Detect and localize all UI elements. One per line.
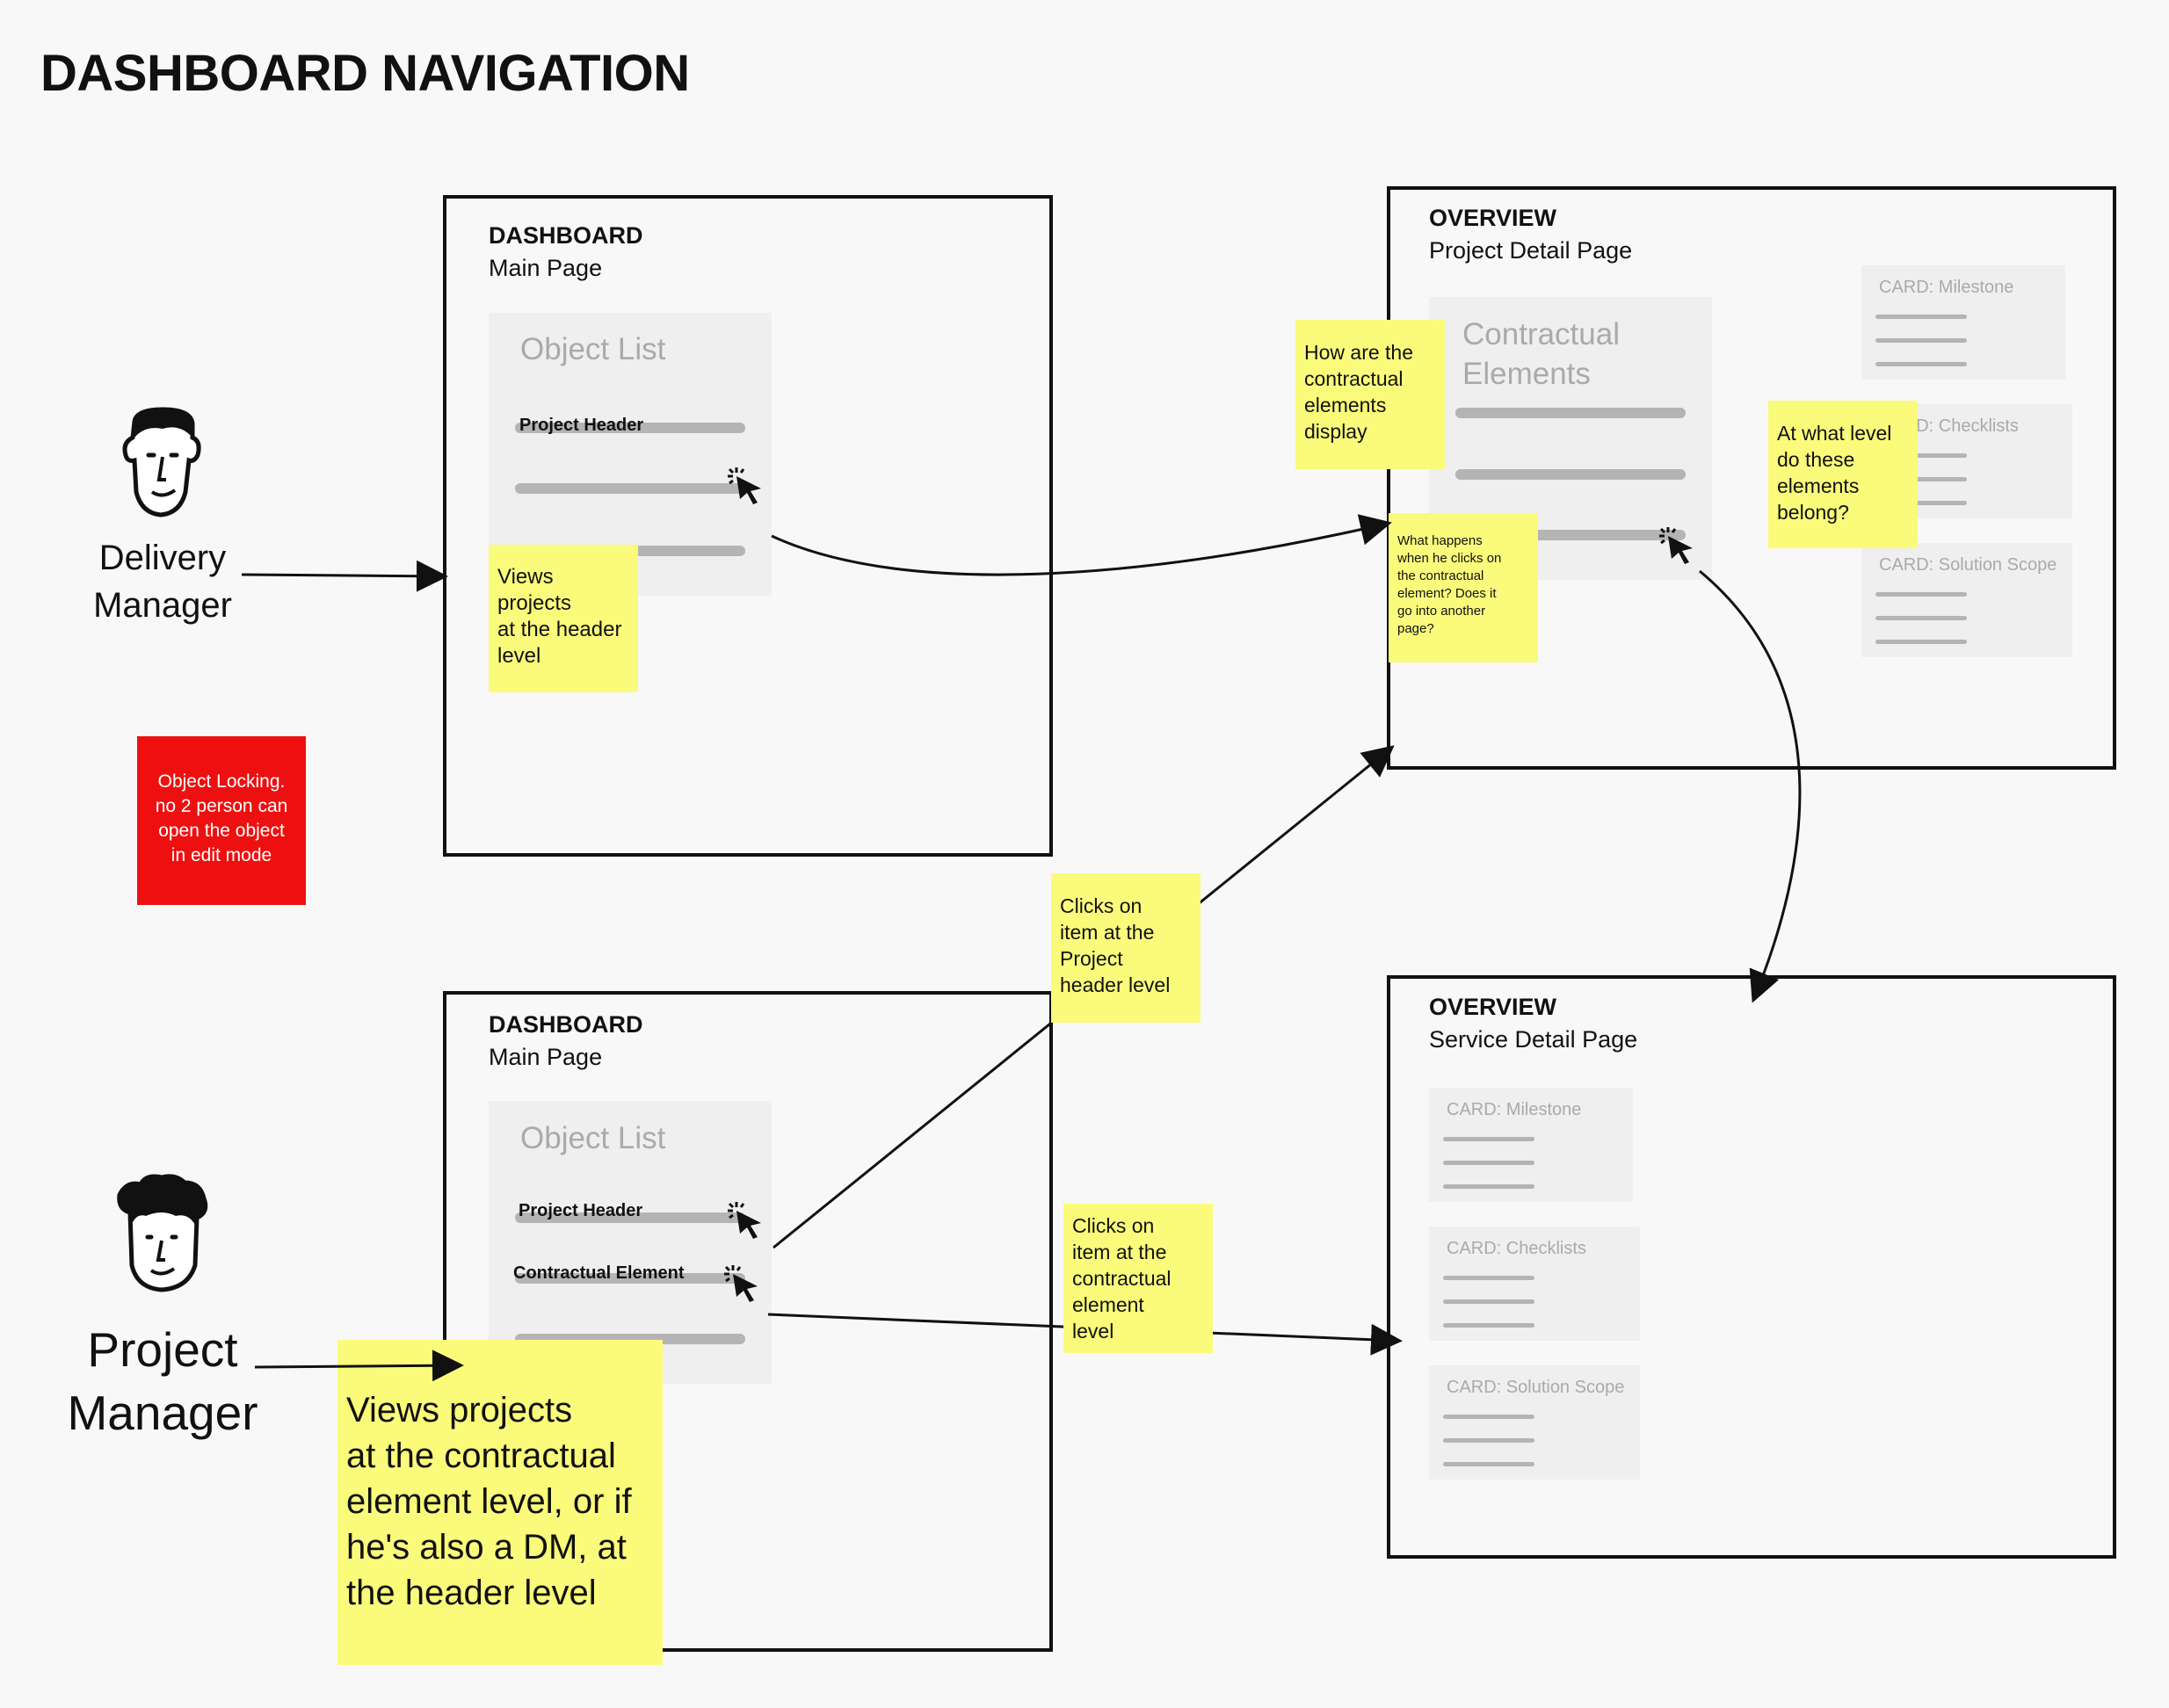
delivery-manager-label: Delivery Manager: [93, 539, 232, 625]
overview-project-detail-frame: [1387, 186, 2116, 770]
click-cursor-icon: [728, 467, 761, 504]
arrow-pm-to-dashboard: [254, 1350, 464, 1382]
arrow-dm-to-dashboard: [241, 560, 448, 592]
project-manager-face-icon: [117, 1174, 208, 1292]
project-header-label[interactable]: Project Header: [519, 416, 644, 435]
object-locking-note: Object Locking. no 2 person can open the…: [137, 736, 306, 905]
arrow-dashboard-to-project-detail: [771, 514, 1392, 576]
list-item-bar[interactable]: [515, 483, 745, 494]
sticky-elements-display: How are the contractual elements display: [1295, 320, 1445, 469]
project-manager-label: Project Manager: [67, 1322, 258, 1440]
dashboard-frame-delivery: [443, 195, 1053, 857]
sticky-clicks-project-header: Clicks on item at the Project header lev…: [1051, 873, 1201, 1023]
dashboard-frame-project: [443, 991, 1053, 1652]
click-cursor-icon: [728, 1202, 761, 1239]
sticky-views-header: Views projects at the header level: [489, 545, 638, 692]
sticky-click-question: What happens when he clicks on the contr…: [1389, 513, 1538, 662]
project-header-bar[interactable]: [515, 423, 745, 433]
click-cursor-icon: [1659, 527, 1693, 564]
project-header-label[interactable]: Project Header: [519, 1201, 643, 1220]
contractual-element-label[interactable]: Contractual Element: [513, 1263, 685, 1283]
card-checklists: CARD: Checklists: [1429, 1227, 1640, 1341]
object-list-title: Object List: [520, 1121, 666, 1155]
delivery-manager-face-icon: [122, 407, 201, 517]
card-solution-scope: CARD: Solution Scope: [1429, 1365, 1640, 1480]
contractual-element-bar[interactable]: [515, 1273, 745, 1284]
contractual-element-bar[interactable]: [1455, 469, 1686, 480]
object-list-title: Object List: [520, 332, 666, 366]
page-title: DASHBOARD NAVIGATION: [40, 45, 690, 102]
contractual-element-bar[interactable]: [1455, 408, 1686, 418]
contractual-elements-title: Contractual Elements: [1462, 317, 1620, 391]
card-milestone: CARD: Milestone: [1861, 265, 2065, 380]
sticky-clicks-contractual: Clicks on item at the contractual elemen…: [1063, 1204, 1213, 1353]
arrow-contractual-to-service: [1699, 569, 1802, 1003]
project-header-bar[interactable]: [515, 1212, 745, 1223]
sticky-elements-level: At what level do these elements belong?: [1768, 401, 1918, 548]
card-milestone: CARD: Milestone: [1429, 1088, 1633, 1202]
card-solution-scope: CARD: Solution Scope: [1861, 543, 2072, 657]
click-cursor-icon: [724, 1265, 758, 1302]
sticky-views-contractual: Views projects at the contractual elemen…: [337, 1340, 663, 1665]
